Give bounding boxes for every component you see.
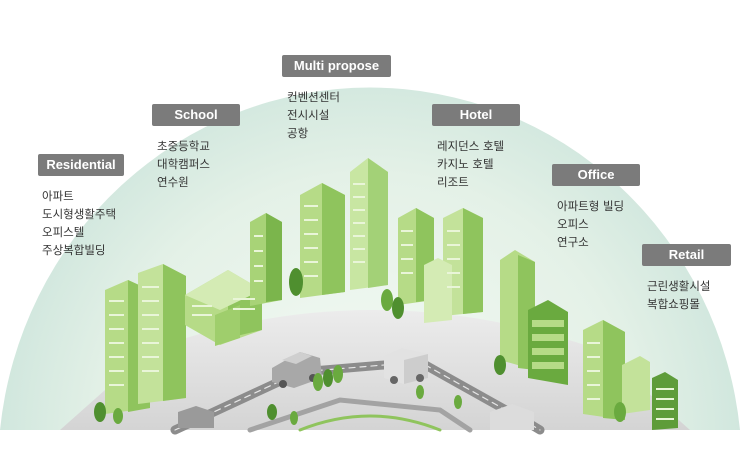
category-label-multi-propose: Multi propose (282, 55, 391, 77)
residential-buildings (94, 264, 186, 424)
list-item: 대학캠퍼스 (157, 157, 210, 171)
list-item: 초중등학교 (157, 139, 210, 153)
retail-buildings (583, 320, 678, 430)
list-item: 아파트 (42, 189, 74, 203)
category-list-hotel: 레지던스 호텔 카지노 호텔 리조트 (437, 137, 504, 191)
category-label-hotel: Hotel (432, 104, 520, 126)
category-list-retail: 근린생활시설 복합쇼핑몰 (647, 277, 710, 313)
street-trees (267, 365, 462, 425)
hotel-buildings (392, 208, 483, 323)
list-item: 연수원 (157, 175, 189, 189)
office-buildings (494, 250, 568, 385)
list-item: 컨벤션센터 (287, 90, 340, 104)
category-list-office: 아파트형 빌딩 오피스 연구소 (557, 197, 624, 251)
list-item: 근린생활시설 (647, 279, 711, 293)
vehicles (178, 348, 534, 430)
list-item: 연구소 (557, 235, 589, 249)
list-item: 아파트형 빌딩 (557, 199, 625, 213)
list-item: 오피스텔 (42, 225, 85, 239)
list-item: 도시형생활주택 (42, 207, 117, 221)
list-item: 오피스 (557, 217, 589, 231)
category-list-school: 초중등학교 대학캠퍼스 연수원 (157, 137, 210, 191)
category-label-school: School (152, 104, 240, 126)
category-label-retail: Retail (642, 244, 731, 266)
list-item: 리조트 (437, 175, 469, 189)
category-list-multi-propose: 컨벤션센터 전시시설 공항 (287, 88, 340, 142)
list-item: 주상복합빌딩 (42, 243, 106, 257)
category-list-residential: 아파트 도시형생활주택 오피스텔 주상복합빌딩 (42, 187, 116, 259)
multipurpose-buildings (289, 158, 393, 311)
list-item: 카지노 호텔 (437, 157, 494, 171)
category-label-office: Office (552, 164, 640, 186)
list-item: 공항 (287, 126, 309, 140)
school-buildings (185, 213, 282, 346)
category-label-residential: Residential (38, 154, 124, 176)
list-item: 레지던스 호텔 (437, 139, 505, 153)
list-item: 전시시설 (287, 108, 330, 122)
list-item: 복합쇼핑몰 (647, 297, 700, 311)
